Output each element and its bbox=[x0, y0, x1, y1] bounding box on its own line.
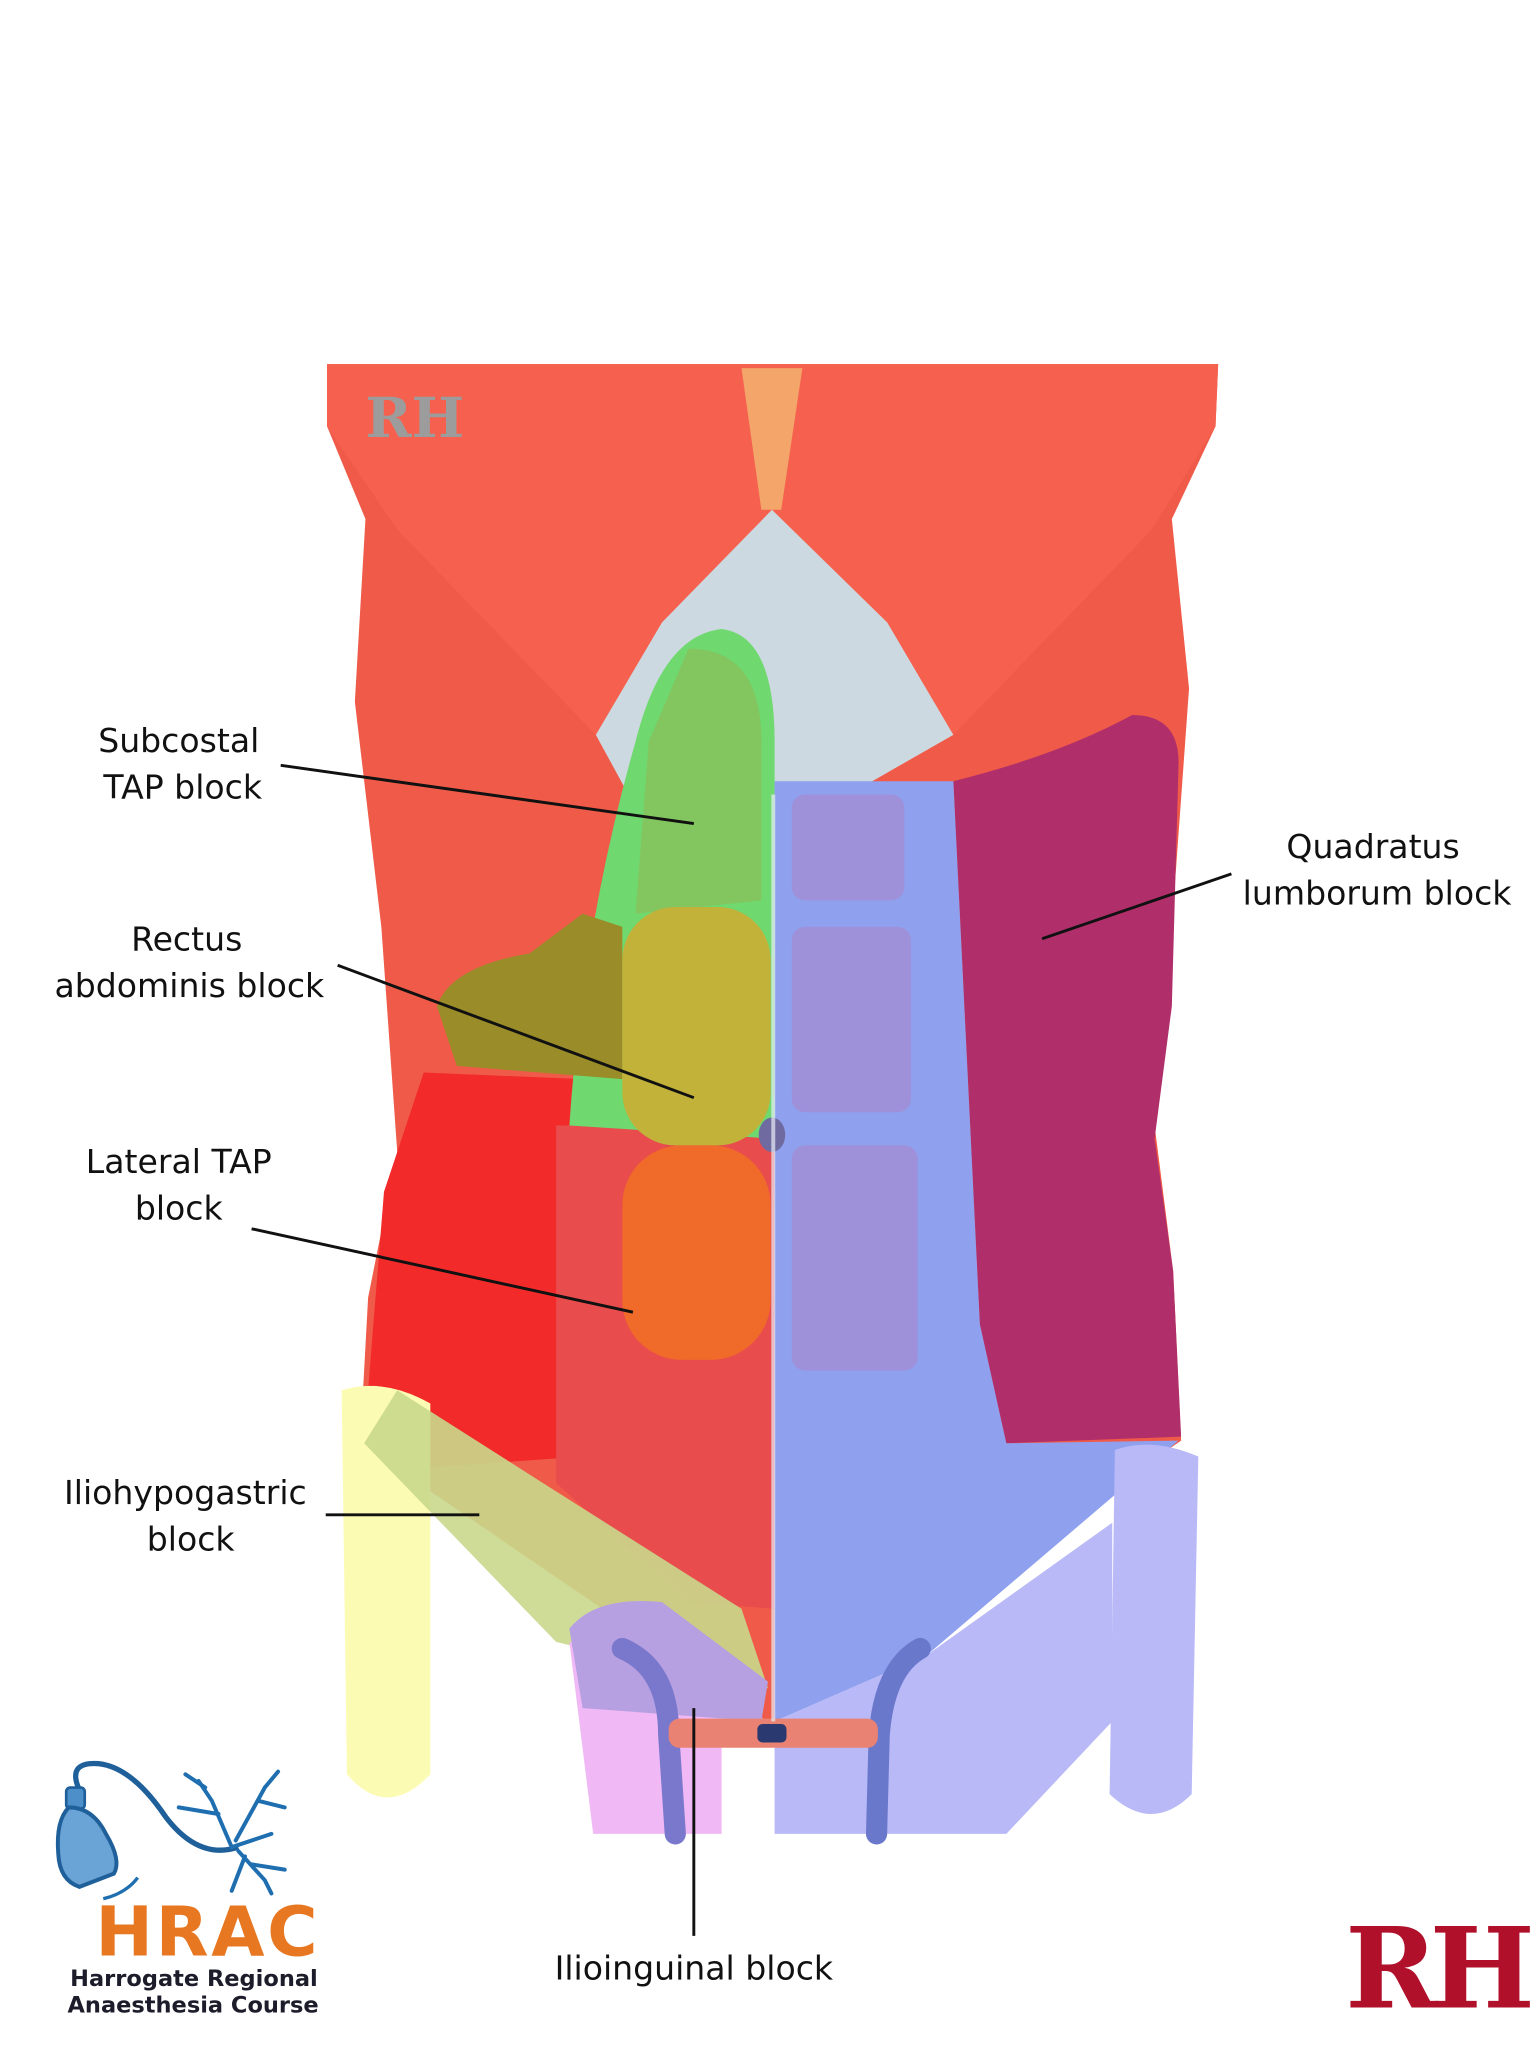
region-lateral-tap bbox=[368, 1072, 583, 1470]
leader-rectus bbox=[337, 963, 695, 1100]
label-ilioinguinal: Ilioinguinal block bbox=[555, 1949, 834, 1988]
region-ilioinguinal-purple bbox=[569, 1601, 768, 1722]
region-quadratus-lumborum bbox=[953, 715, 1182, 1444]
region-rectus-lower bbox=[622, 1145, 771, 1360]
region-rectus-abdominis bbox=[622, 907, 771, 1146]
ultrasound-probe-icon bbox=[55, 1760, 240, 1901]
chest-muscle bbox=[327, 364, 1219, 735]
leader-quadratus bbox=[1041, 872, 1232, 941]
region-subcostal-tap-olive bbox=[635, 648, 762, 914]
rectus-segment bbox=[791, 1145, 918, 1371]
region-rectus-lateral bbox=[436, 913, 623, 1080]
svg-text:HRAC: HRAC bbox=[95, 1893, 320, 1973]
svg-text:Anaesthesia Course: Anaesthesia Course bbox=[68, 1993, 319, 2019]
leader-subcostal bbox=[280, 763, 695, 826]
spermatic-cord-left bbox=[611, 1637, 686, 1845]
pubic-marker bbox=[757, 1723, 787, 1743]
region-lavender-strip bbox=[1109, 1444, 1199, 1815]
leader-lateral-tap bbox=[251, 1227, 634, 1314]
nerve-branch-icon bbox=[176, 1769, 287, 1896]
svg-text:Harrogate Regional: Harrogate Regional bbox=[70, 1966, 318, 1992]
watermark-rh-bottom: RH bbox=[1345, 1904, 1530, 2034]
spermatic-cord-right bbox=[865, 1637, 931, 1845]
rectus-segment bbox=[791, 794, 905, 901]
hrac-logo: HRAC Harrogate Regional Anaesthesia Cour… bbox=[55, 1760, 320, 2019]
region-lavender-lower bbox=[774, 1522, 1113, 1834]
sternum-tendon bbox=[741, 368, 803, 510]
rectus-segment bbox=[791, 926, 911, 1113]
watermark-rh-top: RH bbox=[365, 386, 464, 451]
